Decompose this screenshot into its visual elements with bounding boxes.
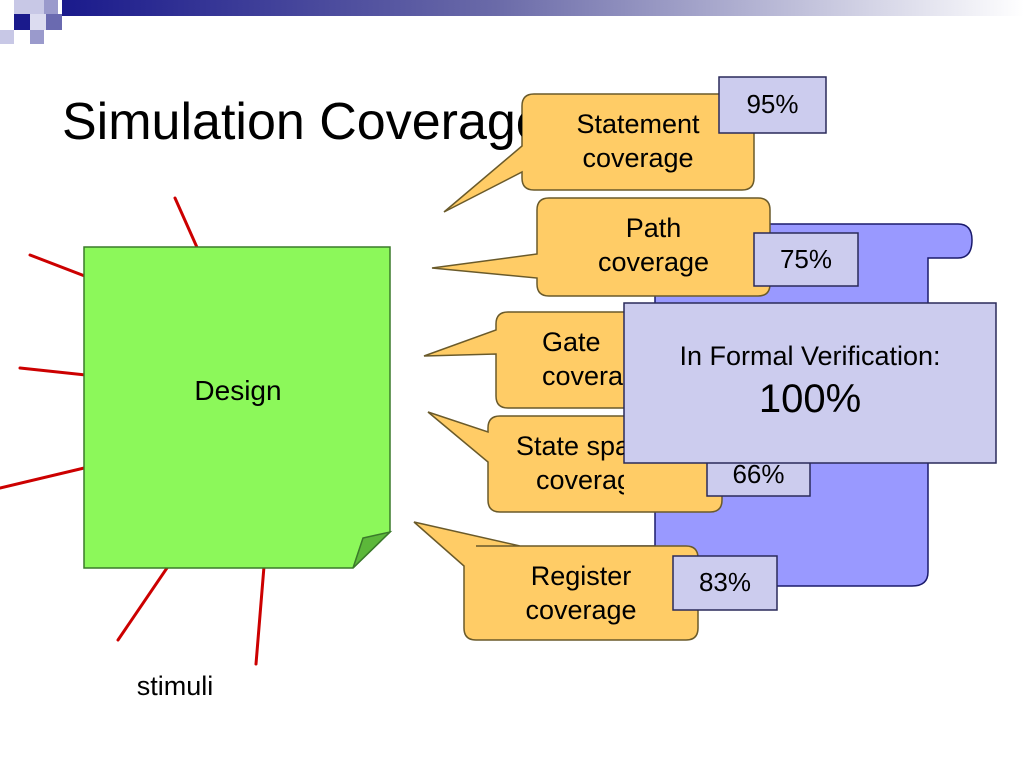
callout-line: coverage	[582, 142, 694, 173]
header-decoration	[0, 0, 1024, 44]
design-label: Design	[194, 375, 282, 406]
callout-line: Register	[530, 561, 632, 591]
percent-box-statement	[718, 76, 827, 134]
percent-state: 66%	[732, 459, 785, 489]
callout-line: State space	[516, 431, 659, 461]
percent-path: 75%	[779, 244, 833, 274]
stimuli-label: stimuli	[136, 671, 214, 701]
formal-value: 100%	[758, 376, 862, 421]
callout-state-text: State space coverage	[488, 430, 659, 498]
percent-statement: 95%	[746, 89, 799, 119]
formal-line: In Formal Verification:	[679, 341, 941, 371]
percent-box-register	[672, 555, 778, 611]
percent-register: 83%	[698, 567, 752, 597]
formal-verification-box	[623, 302, 997, 464]
callout-line: coverage	[542, 360, 654, 391]
formal-verification-text: In Formal Verification: 100%	[624, 340, 996, 424]
callout-line: coverage	[597, 246, 710, 277]
percent-box-path	[753, 232, 859, 287]
callout-register	[413, 521, 699, 641]
callout-line: Path	[625, 213, 682, 243]
callout-path-text: Path coverage	[537, 212, 770, 280]
callout-line: Statement	[576, 109, 700, 139]
callout-path	[431, 197, 771, 297]
design-box	[83, 246, 393, 569]
callout-line: coverage	[536, 464, 648, 495]
callout-register-text: Register coverage	[464, 560, 698, 628]
callout-line: Gate	[542, 327, 601, 357]
page-title: Simulation Coverage	[62, 93, 522, 151]
callout-gate	[423, 311, 641, 409]
callout-gate-text: Gate coverage	[496, 326, 654, 394]
callout-line: coverage	[525, 594, 637, 625]
callout-statement-text: Statement coverage	[522, 108, 754, 176]
